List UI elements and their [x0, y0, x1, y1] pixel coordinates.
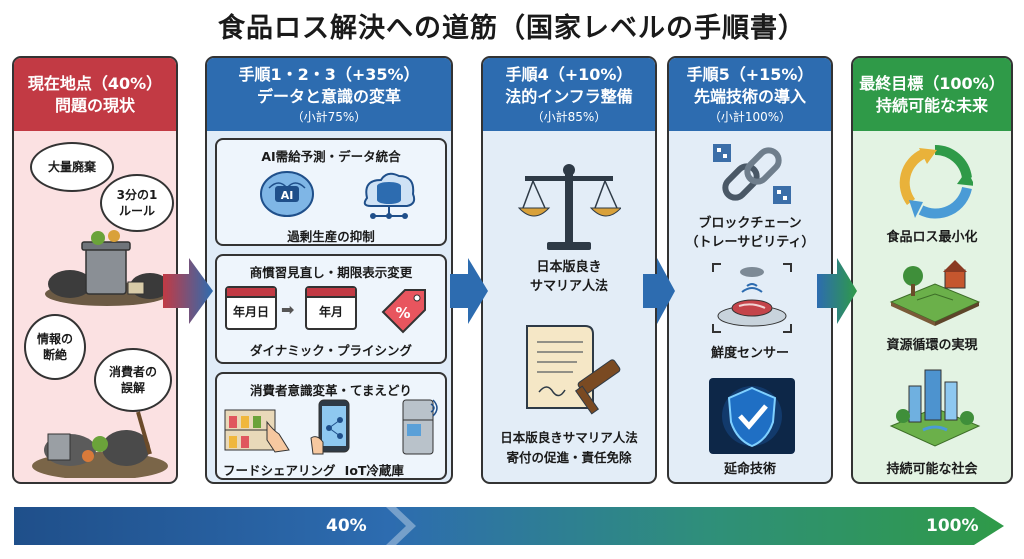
header-line-1: 手順1・2・3（+35%） [238, 64, 420, 84]
law-caption-line-2: 寄付の促進・責任免除 [506, 450, 632, 465]
header-line-2: データと意識の変革 [256, 86, 401, 106]
law-caption: 日本版良きサマリア人法 寄付の促進・責任免除 [483, 428, 655, 468]
box-caption: 過剰生産の抑制 [287, 229, 375, 244]
box-caption-iot-fridge: IoT冷蔵庫 [344, 463, 404, 478]
store-shelf-icon [224, 409, 290, 453]
calendar-full-date-icon: 年月日 [225, 286, 277, 330]
calendar-label: 年月日 [232, 305, 269, 319]
column-step-4: 手順4（+10%） 法的インフラ整備 （小計85%） 日本版良き サマリア人法 … [481, 56, 657, 484]
arrow-right-icon: ➡ [281, 300, 295, 319]
blockchain-label: ブロックチェーン （トレーサビリティ） [669, 214, 831, 252]
column-steps-1-3: 手順1・2・3（+35%） データと意識の変革 （小計75%） AI需給予測・デ… [205, 56, 453, 484]
box-title: 消費者意識変革・てまえどり [250, 383, 412, 398]
column-header: 手順1・2・3（+35%） データと意識の変革 （小計75%） [207, 58, 451, 131]
arrow-to-step4-icon [450, 258, 488, 324]
page-title: 食品ロス解決への道筋（国家レベルの手順書） [218, 13, 806, 44]
tag-label: % [395, 304, 410, 322]
scales-of-justice-icon [517, 164, 621, 250]
freshness-sensor-icon [712, 263, 792, 333]
ai-brain-icon: AI [260, 171, 314, 217]
column-final-goal: 最終目標（100%） 持続可能な未来 食品ロス最小化 資源循環の実現 持続可能な… [851, 56, 1013, 484]
farm-landscape-icon [889, 260, 981, 326]
arrow-to-step5-icon [643, 258, 675, 324]
column-current-state: 現在地点（40%） 問題の現状 大量廃棄 3分の1 ルール 情報の 断絶 消費者… [12, 56, 178, 484]
trash-pile-icon [45, 230, 170, 306]
bubble-text-2: ルール [118, 204, 155, 218]
smartphone-share-icon [310, 399, 350, 455]
header-line-1: 最終目標（100%） [859, 73, 1005, 93]
calendar-year-month-icon: 年月 [305, 286, 357, 330]
document-gavel-icon [526, 325, 621, 415]
header-line-2: 問題の現状 [54, 95, 135, 115]
header-line-1: 現在地点（40%） [27, 73, 163, 93]
preservation-label: 延命技術 [723, 462, 776, 477]
law-label-line-2: サマリア人法 [529, 279, 608, 294]
bubble-mass-waste: 大量廃棄 [30, 142, 114, 192]
box-consumer-awareness: 消費者意識変革・てまえどり フードシェアリング IoT冷蔵庫 [215, 372, 447, 480]
arrow-to-steps-icon [163, 258, 213, 324]
waste-heap-icon [32, 411, 168, 478]
bubble-one-third-rule: 3分の1 ルール [100, 174, 174, 232]
box-ai-demand-forecast: AI需給予測・データ統合 AI 過剰生産の抑制 [215, 138, 447, 246]
bubble-info-gap: 情報の 断絶 [24, 314, 86, 380]
box-title: AI需給予測・データ統合 [261, 149, 401, 164]
law-caption-line-1: 日本版良きサマリア人法 [500, 430, 638, 445]
box-caption-food-sharing: フードシェアリング [223, 463, 336, 478]
header-subtotal: （小計85%） [531, 109, 607, 124]
header-line-1: 手順4（+10%） [505, 64, 633, 84]
goal-item-2: 資源循環の実現 [886, 338, 978, 353]
column-header: 最終目標（100%） 持続可能な未来 [853, 58, 1011, 131]
box-business-practice-reform: 商慣習見直し・期限表示変更 年月日 ➡ 年月 % ダイナミック・プライシング [215, 254, 447, 364]
bubble-consumer-misunderstanding: 消費者の 誤解 [94, 348, 172, 412]
bubble-text-1: 3分の1 [116, 188, 158, 202]
bubble-text-1: 消費者の [108, 365, 157, 379]
law-label: 日本版良き サマリア人法 [483, 258, 655, 296]
progress-label-100: 100% [926, 516, 979, 536]
sensor-label: 鮮度センサー [710, 346, 789, 361]
progress-label-40: 40% [326, 516, 367, 536]
iot-fridge-icon [402, 399, 438, 455]
bubble-text-1: 情報の [36, 332, 73, 346]
box-caption: ダイナミック・プライシング [249, 343, 412, 358]
header-subtotal: （小計75%） [291, 109, 367, 124]
blockchain-label-line-1: ブロックチェーン [698, 216, 802, 231]
goal-item-1: 食品ロス最小化 [886, 230, 978, 245]
blockchain-link-icon [713, 144, 791, 204]
recycle-cycle-icon [899, 144, 973, 219]
column-header: 手順5（+15%） 先端技術の導入 （小計100%） [669, 58, 831, 131]
arrow-to-goal-icon [817, 258, 857, 324]
header-line-2: 持続可能な未来 [875, 95, 988, 115]
header-line-1: 手順5（+15%） [686, 64, 814, 84]
header-subtotal: （小計100%） [708, 109, 792, 124]
sustainable-city-icon [889, 369, 981, 447]
progress-arrow-bar [14, 507, 1004, 545]
header-line-2: 法的インフラ整備 [505, 86, 633, 106]
shield-check-icon [709, 378, 795, 454]
bubble-text-2: 誤解 [120, 381, 145, 395]
calendar-label: 年月 [318, 305, 343, 319]
bubble-text-2: 断絶 [42, 348, 67, 362]
header-line-2: 先端技術の導入 [693, 86, 806, 106]
box-title: 商慣習見直し・期限表示変更 [249, 265, 413, 280]
cloud-database-icon [363, 172, 416, 219]
blockchain-label-line-2: （トレーサビリティ） [685, 235, 815, 250]
column-header: 現在地点（40%） 問題の現状 [14, 58, 176, 131]
law-label-line-1: 日本版良き [536, 260, 602, 275]
bubble-text: 大量廃棄 [47, 160, 96, 174]
goal-item-3: 持続可能な社会 [886, 462, 978, 477]
ai-chip-label: AI [281, 189, 294, 202]
discount-tag-icon: % [381, 289, 426, 334]
column-step-5: 手順5（+15%） 先端技術の導入 （小計100%） ブロックチェーン （トレー… [667, 56, 833, 484]
column-header: 手順4（+10%） 法的インフラ整備 （小計85%） [483, 58, 655, 131]
